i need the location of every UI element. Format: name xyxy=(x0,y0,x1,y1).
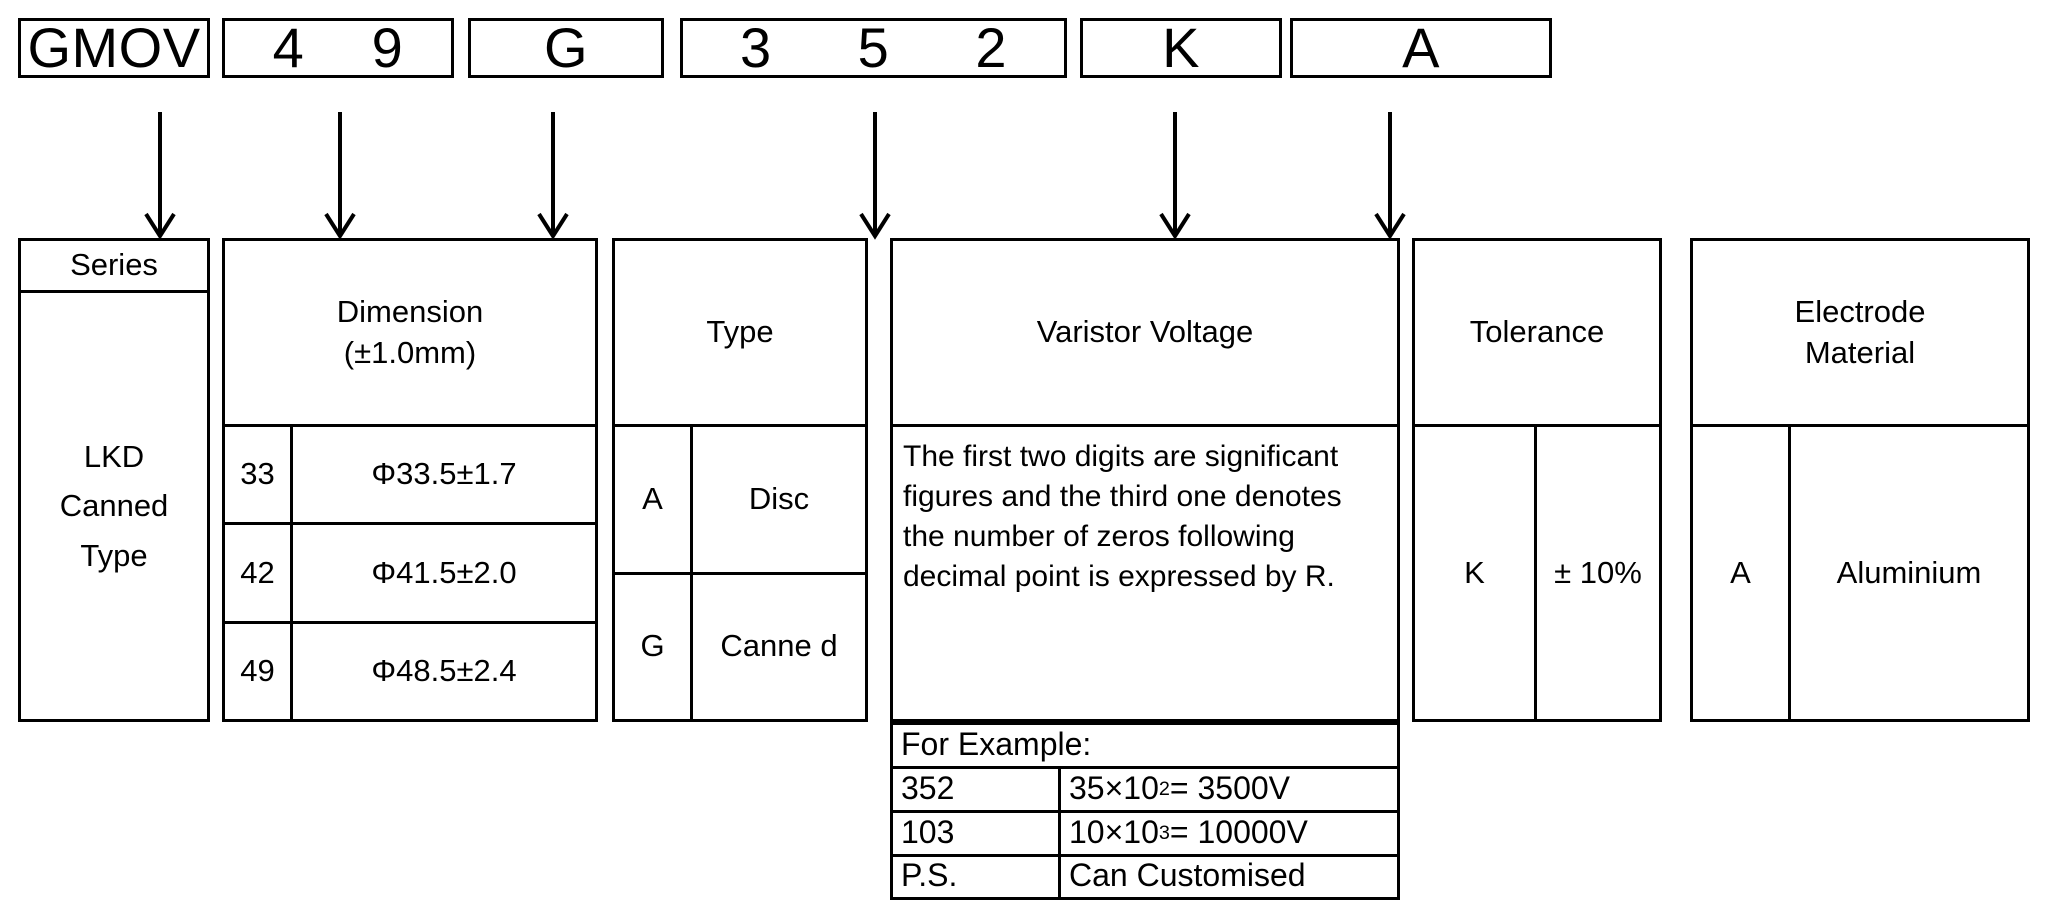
electrode-code: A xyxy=(1693,427,1791,719)
panel-type: Type A Disc G Canne d xyxy=(612,238,868,722)
dimension-value: Φ41.5±2.0 xyxy=(371,554,517,590)
tolerance-code: K xyxy=(1415,427,1537,719)
panel-title-tolerance: Tolerance xyxy=(1415,241,1659,427)
code-box-series: GMOV xyxy=(18,18,210,78)
code-char: A xyxy=(1402,16,1440,79)
panel-title-electrode-line1: Electrode xyxy=(1794,293,1926,329)
series-value-line: Type xyxy=(80,537,148,573)
code-box-dimension: 4 9 xyxy=(222,18,454,78)
type-table: A Disc G Canne d xyxy=(615,427,865,719)
tolerance-table: K ± 10% xyxy=(1415,427,1659,719)
arrow-down-icon-varistor xyxy=(859,112,891,240)
dimension-value: Φ48.5±2.4 xyxy=(371,652,517,688)
example-expression-tail: = 10000V xyxy=(1169,813,1308,850)
type-value: Disc xyxy=(748,480,810,516)
code-char: GMOV xyxy=(27,16,201,79)
code-char: 3 xyxy=(740,16,772,79)
arrow-down-icon-series xyxy=(144,112,176,240)
panel-title-dimension-line1: Dimension xyxy=(336,293,484,329)
example-expression-tail: = 3500V xyxy=(1169,769,1291,806)
panel-body-dimension: 33 Φ33.5±1.7 42 Φ41.5±2.0 49 Φ48.5±2.4 xyxy=(225,427,595,719)
code-char: 9 xyxy=(371,16,404,79)
panel-body-tolerance: K ± 10% xyxy=(1415,427,1659,719)
panel-body-type: A Disc G Canne d xyxy=(615,427,865,719)
dimension-code: 42 xyxy=(225,525,293,621)
electrode-value: Aluminium xyxy=(1836,554,1982,590)
type-value: Canne d xyxy=(720,628,838,664)
table-row: K ± 10% xyxy=(1415,427,1659,719)
panel-title-varistor-voltage: Varistor Voltage xyxy=(893,241,1397,427)
arrow-down-icon-dimension xyxy=(324,112,356,240)
panel-varistor-voltage: Varistor Voltage The first two digits ar… xyxy=(890,238,1400,722)
panel-body-electrode-material: A Aluminium xyxy=(1693,427,2027,719)
series-value-line: LKD xyxy=(83,438,145,474)
panel-title-electrode-line2: Material xyxy=(1804,334,1916,370)
panel-tolerance: Tolerance K ± 10% xyxy=(1412,238,1662,722)
panel-electrode-material: Electrode Material A Aluminium xyxy=(1690,238,2030,722)
table-row: 42 Φ41.5±2.0 xyxy=(225,525,595,624)
dimension-code: 33 xyxy=(225,427,293,523)
code-char: K xyxy=(1162,16,1200,79)
code-char: G xyxy=(543,16,589,79)
dimension-code: 49 xyxy=(225,623,293,719)
arrow-down-icon-electrode xyxy=(1374,112,1406,240)
code-char: 5 xyxy=(857,16,890,79)
table-row: 49 Φ48.5±2.4 xyxy=(225,623,595,719)
tolerance-value: ± 10% xyxy=(1554,554,1642,590)
arrow-down-icon-type xyxy=(537,112,569,240)
example-expression-base: 35×10 xyxy=(1069,769,1159,806)
table-row: P.S. Can Customised xyxy=(893,857,1397,897)
panel-title-dimension-line2: (±1.0mm) xyxy=(343,334,477,370)
series-value: LKD Canned Type xyxy=(21,293,207,719)
table-row: G Canne d xyxy=(615,574,865,719)
panel-body-varistor-voltage: The first two digits are significant fig… xyxy=(893,427,1397,719)
table-row: A Aluminium xyxy=(1693,427,2027,719)
example-expression-base: 10×10 xyxy=(1069,813,1159,850)
panel-title-type: Type xyxy=(615,241,865,427)
code-char: 2 xyxy=(975,16,1007,79)
code-box-tolerance: K xyxy=(1080,18,1282,78)
arrow-down-icon-tolerance xyxy=(1159,112,1191,240)
panel-title-dimension: Dimension (±1.0mm) xyxy=(225,241,595,427)
ps-label: P.S. xyxy=(893,857,1061,897)
table-row: A Disc xyxy=(615,427,865,575)
electrode-table: A Aluminium xyxy=(1693,427,2027,719)
panel-dimension: Dimension (±1.0mm) 33 Φ33.5±1.7 42 Φ41.5… xyxy=(222,238,598,722)
example-label: For Example: xyxy=(901,725,1092,762)
panel-title-electrode-material: Electrode Material xyxy=(1693,241,2027,427)
ps-value: Can Customised xyxy=(1069,857,1306,894)
example-code: 352 xyxy=(893,769,1061,810)
type-code: A xyxy=(615,427,693,572)
dimension-value: Φ33.5±1.7 xyxy=(371,456,517,492)
code-box-electrode: A xyxy=(1290,18,1552,78)
panel-title-series: Series xyxy=(21,241,207,293)
panel-series: Series LKD Canned Type xyxy=(18,238,210,722)
panel-body-series: LKD Canned Type xyxy=(21,293,207,719)
table-row: 33 Φ33.5±1.7 xyxy=(225,427,595,526)
type-code: G xyxy=(615,574,693,719)
code-char: 4 xyxy=(272,16,305,79)
series-value-line: Canned xyxy=(59,488,169,524)
dimension-table: 33 Φ33.5±1.7 42 Φ41.5±2.0 49 Φ48.5±2.4 xyxy=(225,427,595,719)
example-code: 103 xyxy=(893,813,1061,854)
code-box-varistor-voltage: 3 5 2 xyxy=(680,18,1067,78)
table-row: For Example: xyxy=(893,725,1397,769)
varistor-note: The first two digits are significant fig… xyxy=(903,440,1342,593)
code-box-type: G xyxy=(468,18,664,78)
